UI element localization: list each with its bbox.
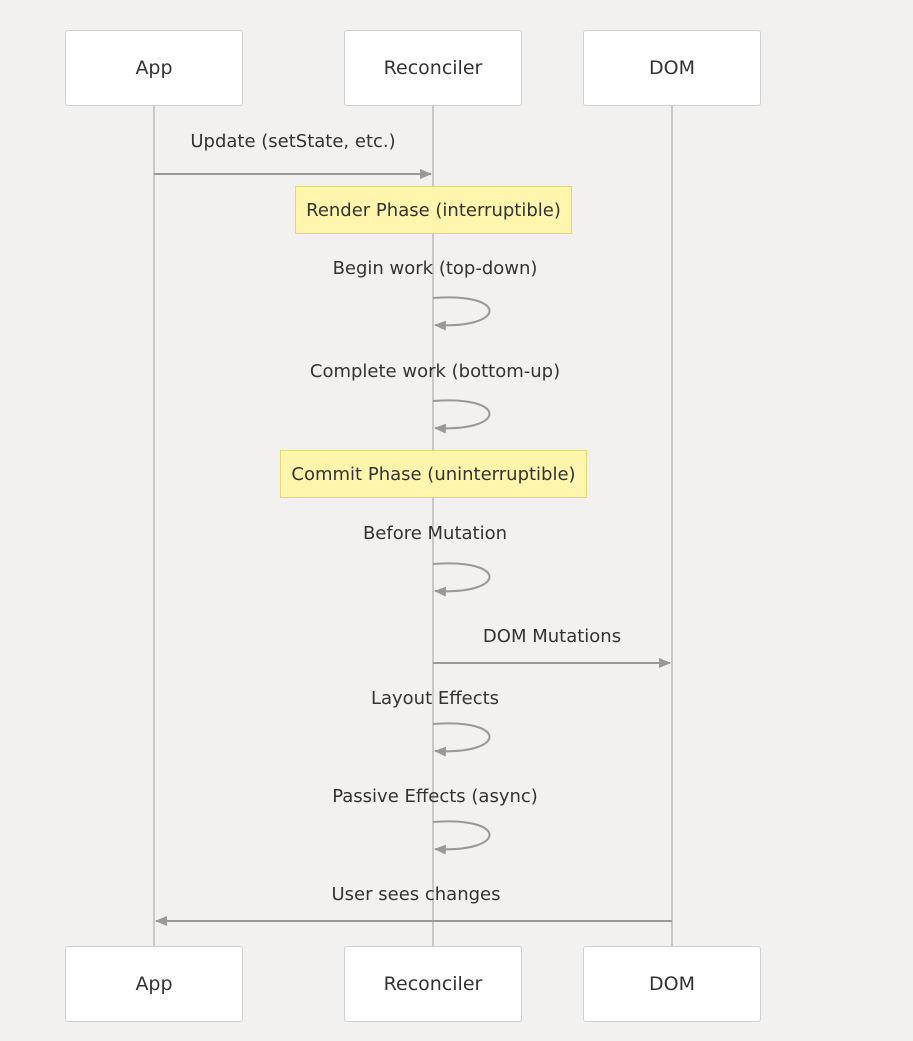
message-label: Before Mutation (362, 523, 508, 544)
participant-label: Reconciler (383, 57, 483, 79)
participant-label: DOM (649, 973, 695, 995)
message-label: Complete work (bottom-up) (309, 361, 561, 382)
message-label: DOM Mutations (482, 626, 622, 647)
participant-app-bottom: App (65, 946, 243, 1022)
note-render-phase: Render Phase (interruptible) (295, 186, 572, 234)
participant-label: App (135, 973, 173, 995)
participant-label: Reconciler (383, 973, 483, 995)
note-label: Render Phase (interruptible) (306, 199, 561, 221)
participant-dom-bottom: DOM (583, 946, 761, 1022)
participant-app-top: App (65, 30, 243, 106)
self-message-arrow (432, 820, 491, 855)
participant-reconciler-top: Reconciler (344, 30, 522, 106)
note-label: Commit Phase (uninterruptible) (291, 463, 576, 485)
participant-reconciler-bottom: Reconciler (344, 946, 522, 1022)
self-message-arrow (432, 399, 491, 434)
self-message-arrow (432, 296, 491, 331)
participant-dom-top: DOM (583, 30, 761, 106)
message-label: User sees changes (331, 884, 501, 905)
self-message-arrow (432, 562, 491, 597)
message-label: Update (setState, etc.) (190, 131, 396, 152)
message-label: Layout Effects (370, 688, 500, 709)
participant-label: DOM (649, 57, 695, 79)
message-label: Passive Effects (async) (332, 786, 538, 807)
participant-label: App (135, 57, 173, 79)
note-commit-phase: Commit Phase (uninterruptible) (280, 450, 587, 498)
self-message-arrow (432, 722, 491, 757)
message-label: Begin work (top-down) (332, 258, 538, 279)
